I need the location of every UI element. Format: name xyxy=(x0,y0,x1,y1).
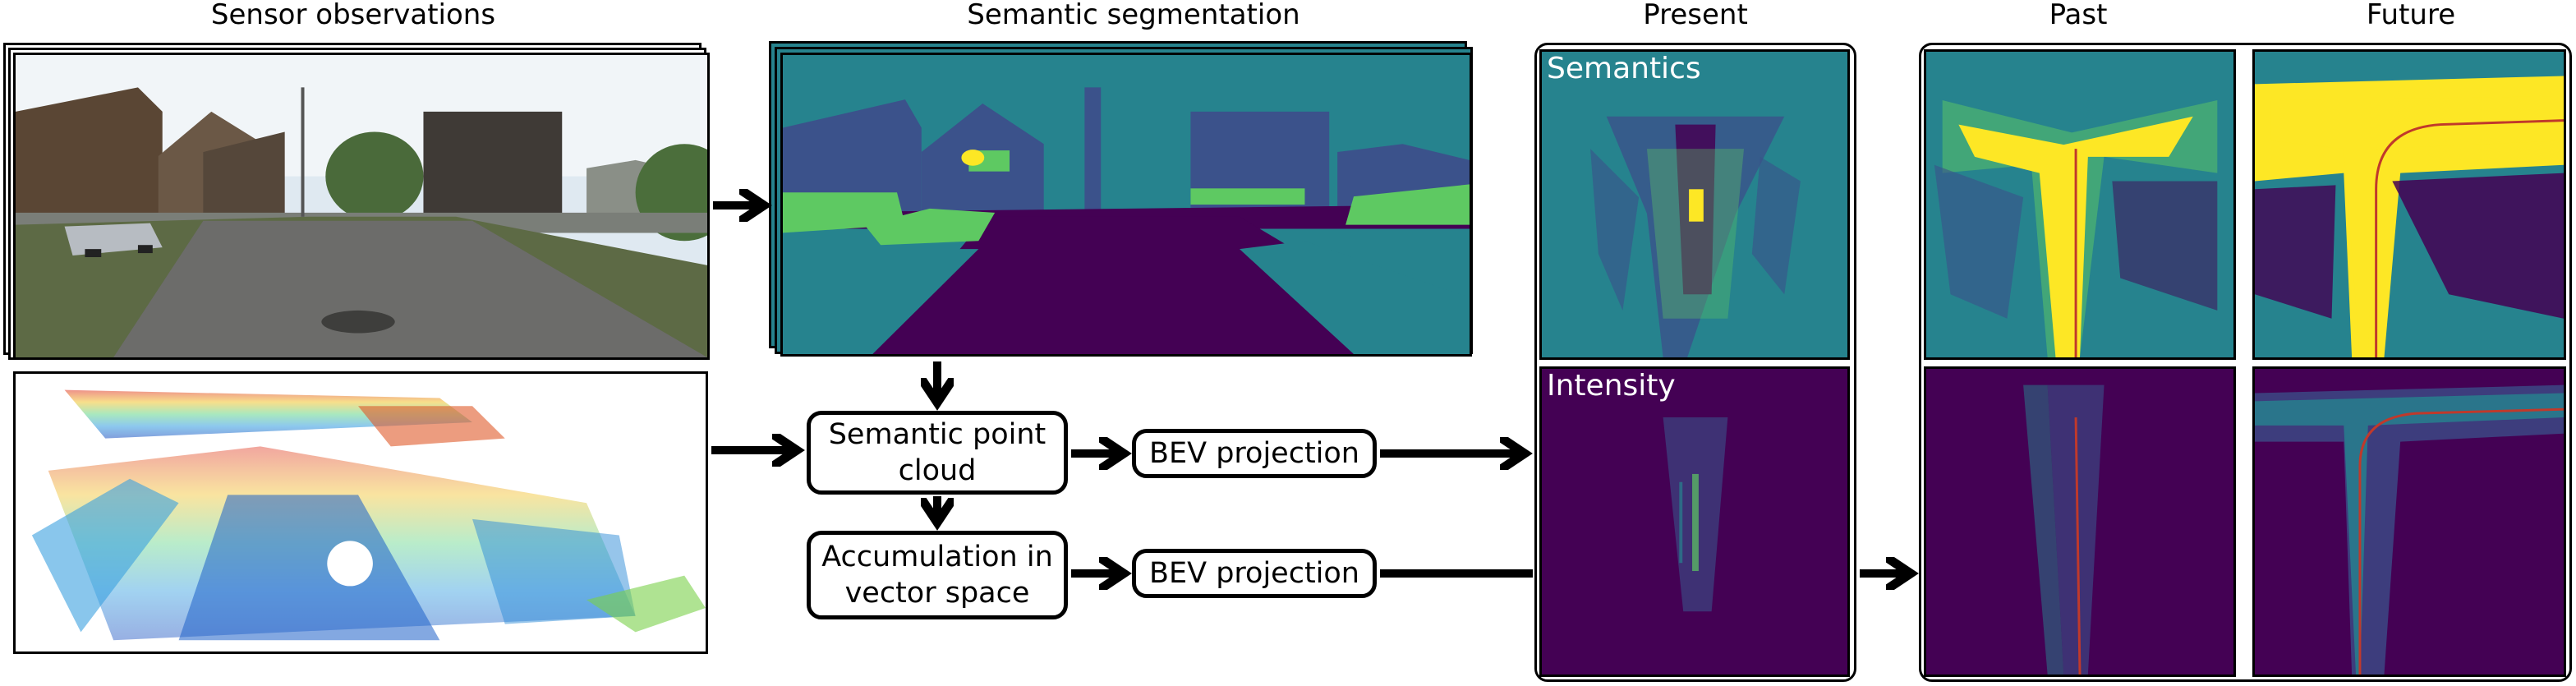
future-semantics-map xyxy=(2252,49,2566,360)
present-title: Present xyxy=(1643,0,1748,31)
past-intensity-map xyxy=(1924,366,2236,677)
accumulation-node: Accumulation in vector space xyxy=(807,531,1068,619)
lidar-point-cloud-image xyxy=(13,371,708,654)
sensor-observations-title: Sensor observations xyxy=(210,0,496,31)
semantic-point-cloud-node: Semantic point cloud xyxy=(807,411,1068,495)
present-intensity-map: Intensity xyxy=(1539,366,1850,677)
past-title: Past xyxy=(2049,0,2108,31)
bev-projection-node-1: BEV projection xyxy=(1132,429,1377,478)
bev-projection-node-2: BEV projection xyxy=(1132,549,1377,598)
semantics-label: Semantics xyxy=(1547,52,1701,85)
camera-image xyxy=(13,53,710,360)
segmentation-image xyxy=(780,53,1472,357)
future-intensity-map xyxy=(2252,366,2566,677)
past-future-panel xyxy=(1919,43,2572,682)
intensity-label: Intensity xyxy=(1547,369,1676,403)
semantic-segmentation-title: Semantic segmentation xyxy=(967,0,1300,31)
future-title: Future xyxy=(2366,0,2456,31)
past-semantics-map xyxy=(1924,49,2236,360)
present-panel xyxy=(1534,43,1856,682)
present-semantics-map: Semantics xyxy=(1539,49,1850,360)
